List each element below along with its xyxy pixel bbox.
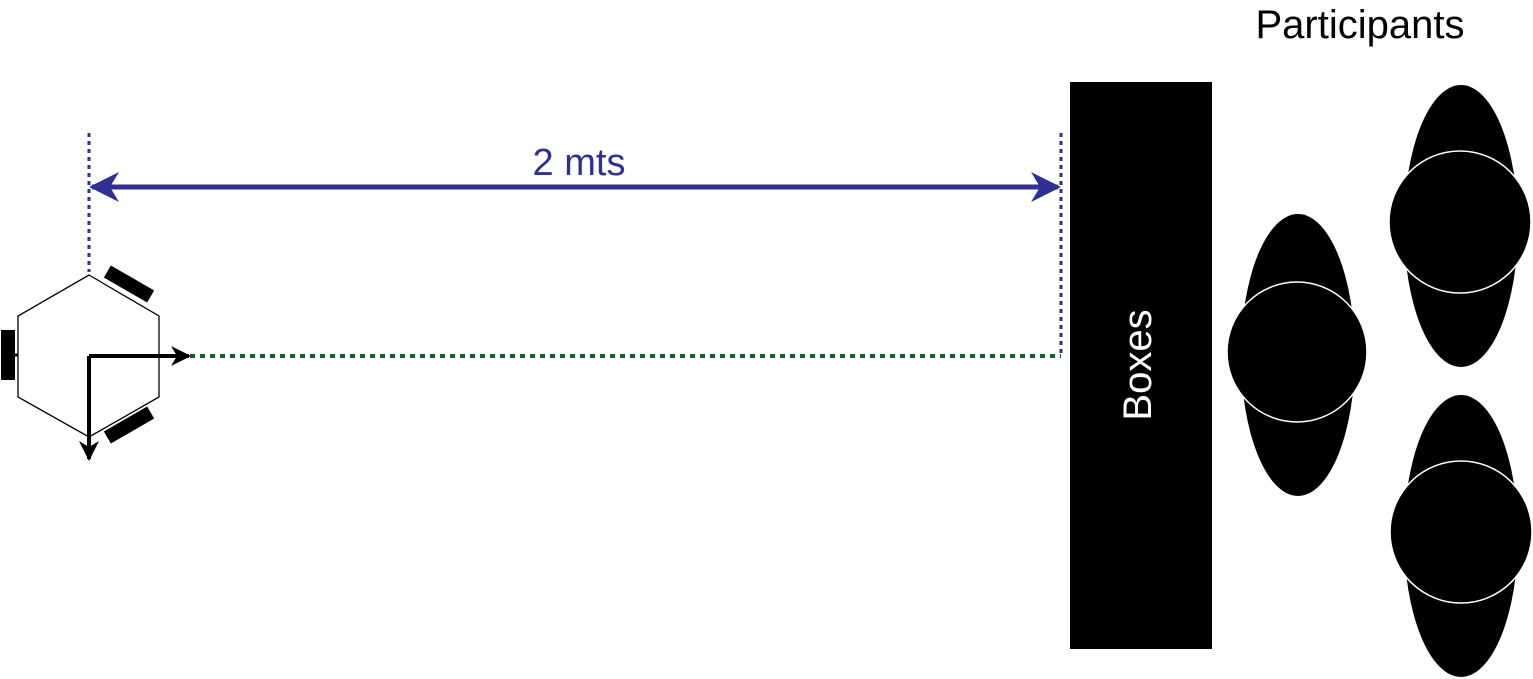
participant-1-head [1226,281,1368,423]
robot-wheel-bottom [103,406,155,444]
robot-wheel-top [103,265,155,303]
participant-2 [1388,85,1532,367]
participant-3 [1389,395,1533,677]
robot-wheel-left [1,330,15,380]
robot [1,265,191,461]
participant-1 [1226,214,1368,496]
participants-title: Participants [1256,3,1465,47]
boxes-block [1070,82,1212,649]
distance-label: 2 mts [533,142,626,184]
participant-3-head [1389,460,1533,604]
participant-2-head [1388,150,1532,294]
boxes-label: Boxes [1116,309,1160,420]
